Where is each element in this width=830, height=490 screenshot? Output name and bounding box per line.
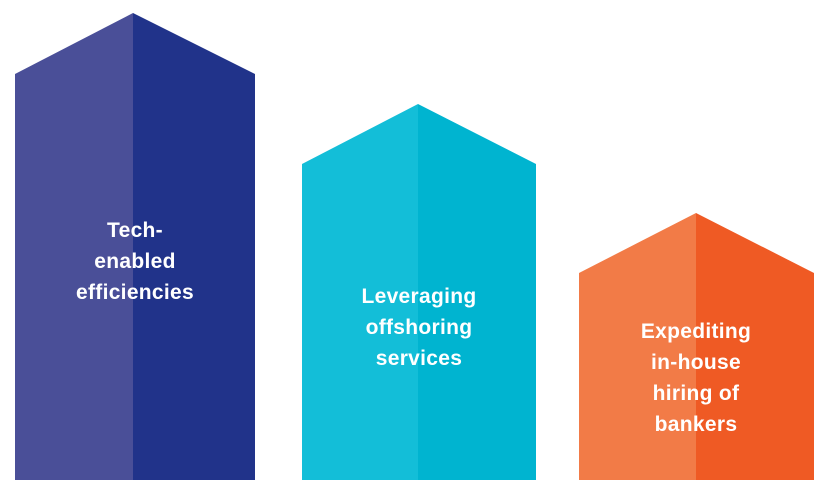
house-tech-enabled-efficiencies: Tech- enabled efficiencies — [15, 13, 255, 480]
house-label: Leveraging offshoring services — [361, 285, 477, 370]
house-leveraging-offshoring-services: Leveraging offshoring services — [302, 104, 536, 480]
house-left-half — [15, 13, 133, 480]
house-label: Expediting in-house hiring of bankers — [640, 320, 752, 436]
house-expediting-in-house-hiring: Expediting in-house hiring of bankers — [579, 213, 814, 480]
house-right-half — [133, 13, 255, 480]
house-shape — [302, 104, 536, 480]
house-left-half — [302, 104, 418, 480]
house-right-half — [418, 104, 536, 480]
house-label: Tech- enabled efficiencies — [76, 219, 194, 304]
house-left-half — [579, 213, 696, 480]
house-shape — [579, 213, 814, 480]
house-shape — [15, 13, 255, 480]
house-right-half — [696, 213, 814, 480]
